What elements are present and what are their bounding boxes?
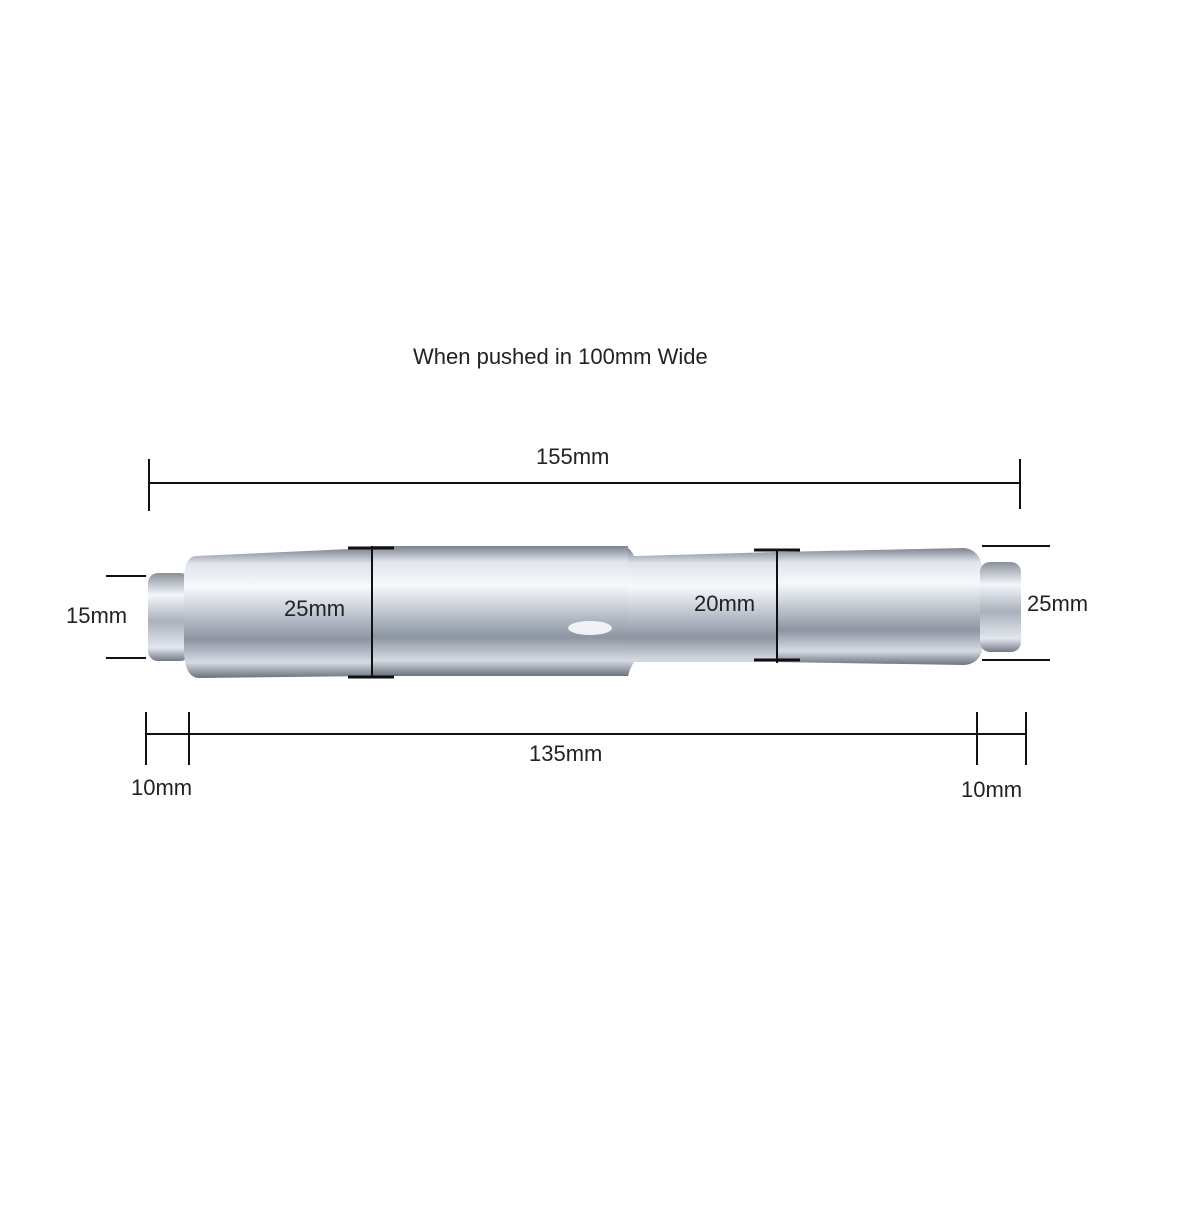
right-end-length-label: 10mm — [961, 777, 1023, 802]
inner-tube — [628, 548, 776, 676]
right-body-diameter-label: 20mm — [694, 591, 756, 616]
right-tip-cap — [980, 562, 1021, 652]
overall-length-dimension — [148, 459, 1021, 511]
left-tube — [184, 548, 372, 678]
right-tube — [776, 548, 982, 665]
roller-body — [148, 546, 1021, 679]
right-tip-diameter-ticks — [982, 545, 1050, 661]
left-tip-diameter-label: 15mm — [66, 603, 128, 628]
overall-length-label: 155mm — [536, 444, 610, 469]
diagram-title: When pushed in 100mm Wide — [413, 344, 708, 369]
left-tip-cap — [148, 573, 190, 661]
left-tip-diameter-ticks — [106, 575, 146, 659]
center-tube — [372, 546, 628, 676]
right-tip-diameter-label: 25mm — [1027, 591, 1089, 616]
left-end-length-label: 10mm — [131, 775, 193, 800]
middle-length-label: 135mm — [529, 741, 603, 766]
segment-length-dimension — [145, 712, 1027, 765]
left-body-diameter-label: 25mm — [284, 596, 346, 621]
